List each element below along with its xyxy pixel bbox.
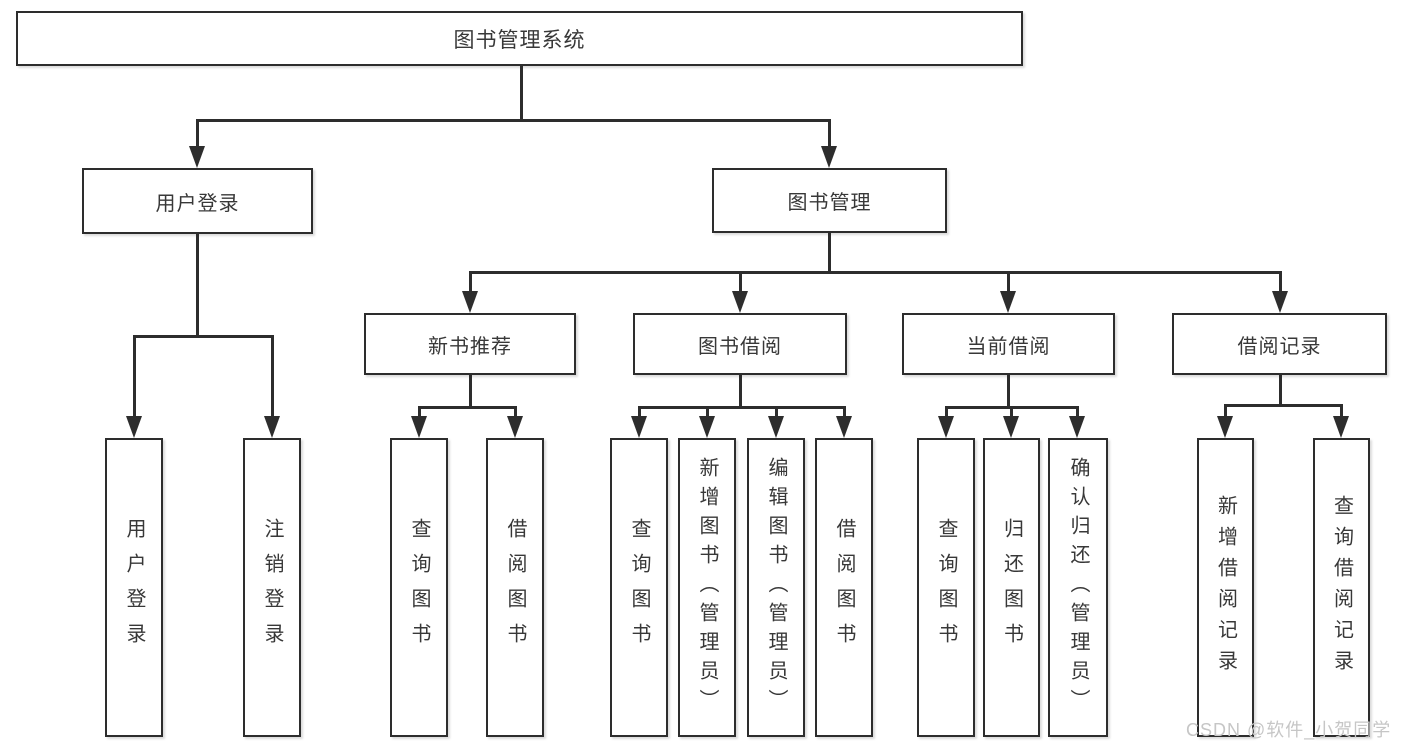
node-user-login-label: 用户登录 bbox=[155, 192, 240, 215]
node-book-borrowing-label: 图书借阅 bbox=[698, 335, 782, 358]
arrow-down-icon bbox=[507, 416, 523, 438]
leaf-confirm-return-admin-label: 确认归还（管理员） bbox=[1067, 457, 1089, 718]
connector-line bbox=[271, 335, 274, 416]
arrow-down-icon bbox=[1000, 291, 1016, 313]
connector-line bbox=[133, 335, 136, 416]
connector-line bbox=[133, 335, 274, 338]
leaf-add-borrow-record-label: 新增借阅记录 bbox=[1214, 494, 1237, 681]
connector-line bbox=[1010, 406, 1013, 416]
connector-line bbox=[843, 406, 846, 416]
connector-line bbox=[1279, 375, 1282, 406]
connector-line bbox=[418, 406, 421, 416]
connector-line bbox=[418, 406, 517, 409]
connector-line bbox=[1076, 406, 1079, 416]
connector-line bbox=[828, 233, 831, 273]
connector-line bbox=[638, 406, 846, 409]
connector-line bbox=[945, 406, 948, 416]
arrow-down-icon bbox=[732, 291, 748, 313]
connector-line bbox=[1224, 404, 1343, 407]
arrow-down-icon bbox=[411, 416, 427, 438]
node-current-borrowing: 当前借阅 bbox=[902, 313, 1115, 375]
connector-line bbox=[196, 119, 199, 146]
leaf-user-login: 用户登录 bbox=[105, 438, 163, 737]
leaf-query-borrow-record: 查询借阅记录 bbox=[1313, 438, 1370, 737]
leaf-logout: 注销登录 bbox=[243, 438, 301, 737]
leaf-query-borrow-record-label: 查询借阅记录 bbox=[1330, 494, 1353, 681]
node-book-management: 图书管理 bbox=[712, 168, 947, 233]
arrow-down-icon bbox=[126, 416, 142, 438]
watermark: CSDN @软件_小贺同学 bbox=[1186, 720, 1392, 740]
leaf-query-books-recommend-label: 查询图书 bbox=[408, 517, 430, 658]
leaf-add-books-admin-label: 新增图书（管理员） bbox=[696, 457, 718, 718]
node-user-login: 用户登录 bbox=[82, 168, 313, 234]
connector-line bbox=[469, 271, 1282, 274]
connector-line bbox=[1224, 404, 1227, 416]
leaf-borrow-books-recommend: 借阅图书 bbox=[486, 438, 544, 737]
leaf-borrow-books: 借阅图书 bbox=[815, 438, 873, 737]
arrow-down-icon bbox=[462, 291, 478, 313]
connector-line bbox=[828, 119, 831, 146]
node-borrowing-records: 借阅记录 bbox=[1172, 313, 1387, 375]
leaf-edit-books-admin-label: 编辑图书（管理员） bbox=[765, 457, 787, 718]
arrow-down-icon bbox=[836, 416, 852, 438]
node-root-label: 图书管理系统 bbox=[453, 28, 586, 52]
leaf-add-borrow-record: 新增借阅记录 bbox=[1197, 438, 1254, 737]
node-book-borrowing: 图书借阅 bbox=[633, 313, 847, 375]
connector-line bbox=[706, 406, 709, 416]
connector-line bbox=[514, 406, 517, 416]
arrow-down-icon bbox=[1003, 416, 1019, 438]
arrow-down-icon bbox=[1069, 416, 1085, 438]
leaf-add-books-admin: 新增图书（管理员） bbox=[678, 438, 736, 737]
arrow-down-icon bbox=[699, 416, 715, 438]
node-new-book-recommend: 新书推荐 bbox=[364, 313, 576, 375]
connector-line bbox=[469, 271, 472, 291]
node-book-management-label: 图书管理 bbox=[787, 192, 872, 214]
connector-line bbox=[1007, 375, 1010, 408]
arrow-down-icon bbox=[1217, 416, 1233, 438]
connector-line bbox=[1279, 271, 1282, 291]
leaf-query-books-current: 查询图书 bbox=[917, 438, 975, 737]
connector-line bbox=[1007, 271, 1010, 291]
node-borrowing-records-label: 借阅记录 bbox=[1237, 335, 1322, 358]
connector-line bbox=[196, 234, 199, 337]
connector-line bbox=[739, 271, 742, 291]
arrow-down-icon bbox=[938, 416, 954, 438]
arrow-down-icon bbox=[821, 146, 837, 168]
arrow-down-icon bbox=[264, 416, 280, 438]
arrow-down-icon bbox=[189, 146, 205, 168]
connector-line bbox=[196, 119, 830, 122]
connector-line bbox=[1340, 404, 1343, 416]
leaf-user-login-label: 用户登录 bbox=[123, 517, 145, 658]
connector-line bbox=[520, 66, 523, 121]
connector-line bbox=[469, 375, 472, 408]
leaf-query-books-borrowing: 查询图书 bbox=[610, 438, 668, 737]
leaf-borrow-books-label: 借阅图书 bbox=[833, 517, 855, 658]
leaf-confirm-return-admin: 确认归还（管理员） bbox=[1048, 438, 1108, 737]
arrow-down-icon bbox=[631, 416, 647, 438]
arrow-down-icon bbox=[1272, 291, 1288, 313]
connector-line bbox=[739, 375, 742, 408]
node-new-book-recommend-label: 新书推荐 bbox=[428, 335, 512, 358]
connector-line bbox=[638, 406, 641, 416]
leaf-return-books: 归还图书 bbox=[983, 438, 1040, 737]
leaf-logout-label: 注销登录 bbox=[261, 517, 283, 658]
leaf-borrow-books-recommend-label: 借阅图书 bbox=[504, 517, 526, 658]
leaf-query-books-borrowing-label: 查询图书 bbox=[628, 517, 650, 658]
leaf-query-books-recommend: 查询图书 bbox=[390, 438, 448, 737]
leaf-edit-books-admin: 编辑图书（管理员） bbox=[747, 438, 805, 737]
arrow-down-icon bbox=[768, 416, 784, 438]
leaf-query-books-current-label: 查询图书 bbox=[935, 517, 957, 658]
arrow-down-icon bbox=[1333, 416, 1349, 438]
node-library-management-system: 图书管理系统 bbox=[16, 11, 1023, 66]
connector-line bbox=[775, 406, 778, 416]
leaf-return-books-label: 归还图书 bbox=[1000, 517, 1023, 658]
node-current-borrowing-label: 当前借阅 bbox=[966, 335, 1051, 358]
